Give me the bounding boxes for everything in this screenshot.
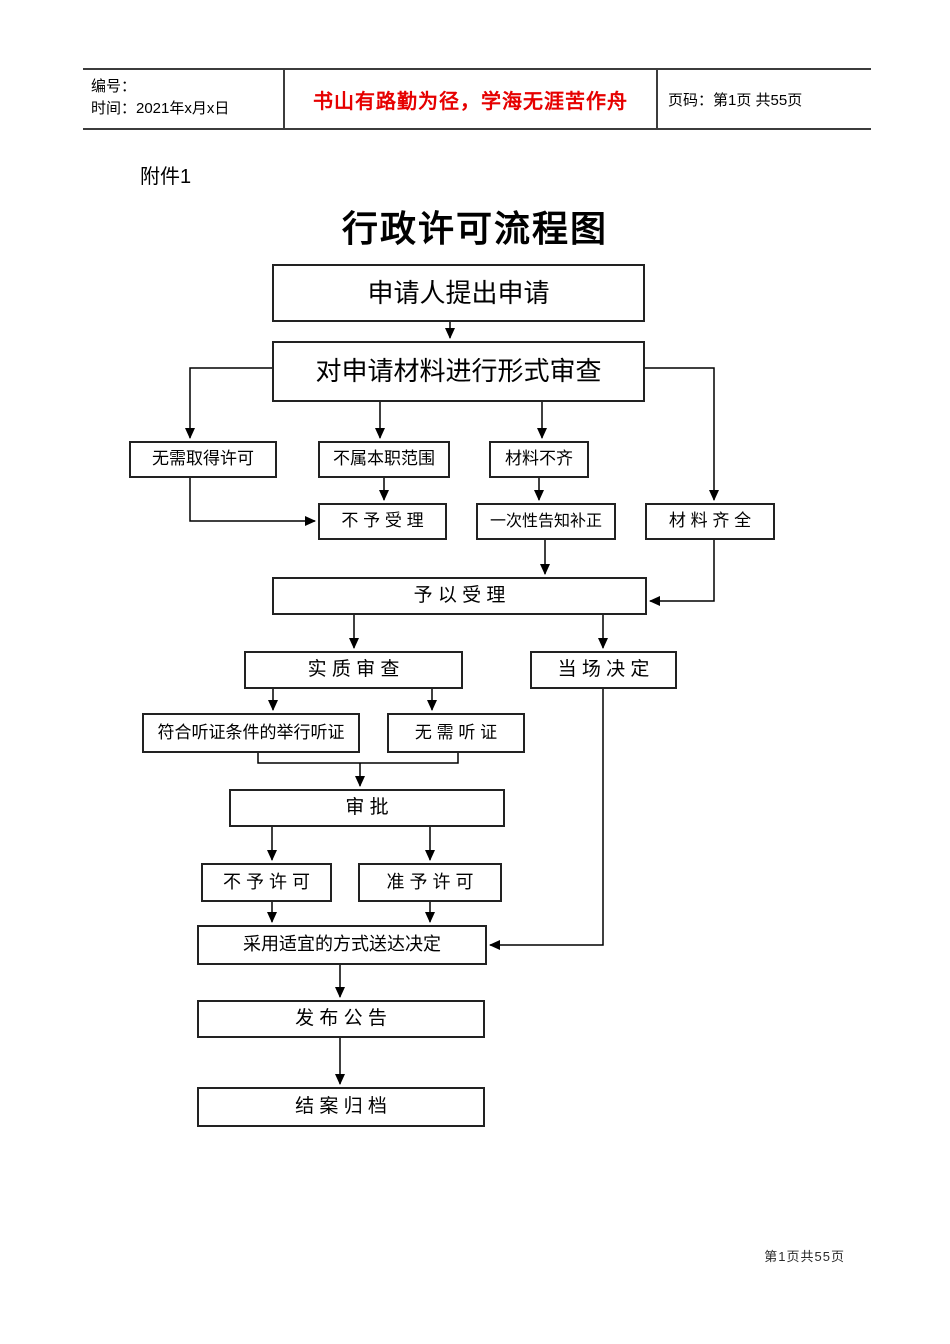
flow-node-label: 无需取得许可 [152,449,254,469]
flow-node-one-time-notice: 一次性告知补正 [476,503,616,540]
flow-node-substantive-review: 实 质 审 查 [244,651,463,689]
flow-node-label: 对申请材料进行形式审查 [315,356,602,387]
flow-node-label: 不 予 受 理 [341,511,424,531]
flow-node-approval: 审 批 [229,789,505,827]
flow-node-label: 无 需 听 证 [414,722,498,742]
header-page-label: 页码：第1页 共55页 [668,91,803,109]
flow-node-label: 材 料 齐 全 [668,511,752,531]
flow-node-accepted: 予 以 受 理 [272,577,647,615]
header-slogan-text: 书山有路勤为径，学海无涯苦作舟 [313,90,628,113]
flow-node-label: 发 布 公 告 [295,1007,387,1029]
header-cell-meta: 编号： 时间：2021年x月x日 [83,70,283,128]
flow-node-label: 审 批 [345,796,389,818]
flow-node-label: 不 予 许 可 [222,871,310,892]
flow-node-label: 予 以 受 理 [413,584,506,606]
flow-node-no-permit-needed: 无需取得许可 [129,441,277,478]
connector-no-permit-to-not-accepted [189,478,316,526]
connector-hearing-merge [257,753,459,764]
flow-node-grant-license: 准 予 许 可 [358,863,502,902]
connector-formal-to-no-permit [185,367,272,439]
page-title: 行政许可流程图 [341,209,608,249]
flow-node-label: 符合听证条件的举行听证 [157,722,345,742]
flow-node-label: 采用适宜的方式送达决定 [243,934,441,955]
flow-node-on-spot-decision: 当 场 决 定 [530,651,677,689]
flow-node-label: 当 场 决 定 [557,658,650,680]
flow-node-label: 准 予 许 可 [386,871,474,892]
flow-node-label: 一次性告知补正 [489,512,602,530]
flow-node-announce: 发 布 公 告 [197,1000,485,1038]
flow-node-label: 不属本职范围 [333,449,435,469]
flow-node-label: 申请人提出申请 [367,277,550,308]
flow-node-not-in-scope: 不属本职范围 [318,441,450,478]
flow-node-no-hearing: 无 需 听 证 [387,713,525,753]
connector-complete-to-accepted [649,540,715,606]
flow-node-apply: 申请人提出申请 [272,264,645,322]
header-time-label: 时间：2021年x月x日 [91,100,230,117]
header-table: 编号： 时间：2021年x月x日 书山有路勤为径，学海无涯苦作舟 页码：第1页 … [83,68,871,130]
attachment-label: 附件1 [140,166,192,188]
header-number-label: 编号： [91,78,137,95]
header-cell-page: 页码：第1页 共55页 [656,70,871,128]
flow-node-label: 实 质 审 查 [307,658,400,680]
flow-node-hearing: 符合听证条件的举行听证 [142,713,360,753]
flow-node-not-accepted: 不 予 受 理 [318,503,447,540]
flow-node-materials-complete: 材 料 齐 全 [645,503,775,540]
flow-node-label: 材料不齐 [505,449,573,469]
connector-formal-to-complete [645,367,719,501]
connector-on-spot-to-deliver [489,689,604,950]
flow-node-archive: 结 案 归 档 [197,1087,485,1127]
flow-node-materials-incomplete: 材料不齐 [489,441,589,478]
flow-node-no-license: 不 予 许 可 [201,863,332,902]
flow-node-label: 结 案 归 档 [295,1095,387,1117]
flow-node-formal-review: 对申请材料进行形式审查 [272,341,645,402]
flow-node-deliver-decision: 采用适宜的方式送达决定 [197,925,487,965]
header-cell-slogan: 书山有路勤为径，学海无涯苦作舟 [283,70,656,128]
footer-page-number: 第1页共55页 [764,1249,845,1264]
